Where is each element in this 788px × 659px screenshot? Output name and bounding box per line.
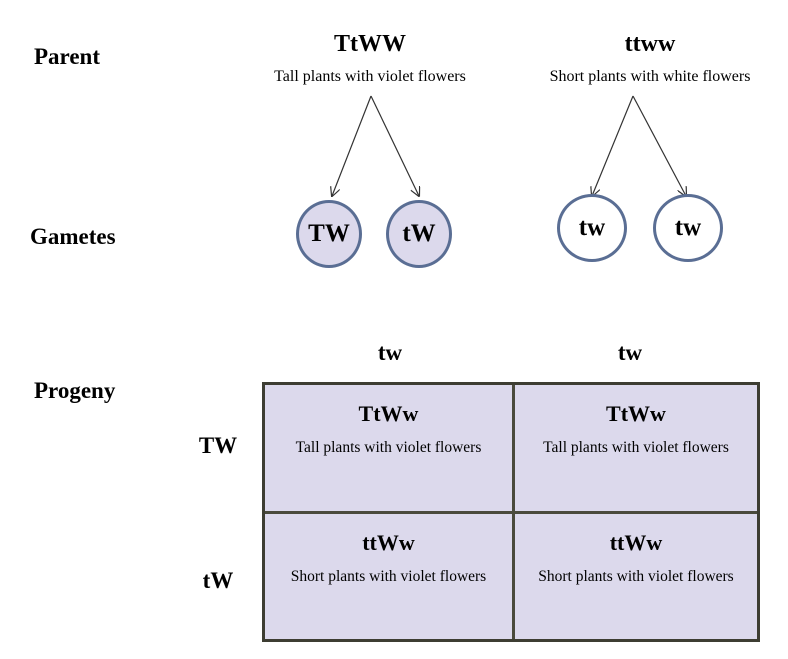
cell-genotype: ttWw (609, 530, 663, 555)
gamete-2-circle: tW (386, 200, 452, 268)
gamete-1-circle: TW (296, 200, 362, 268)
punnett-row-header-1: TW (198, 433, 238, 458)
parent-1-genotype: TtWW (334, 31, 406, 57)
punnett-row-header-2: tW (202, 568, 234, 593)
gamete-3-circle: tw (557, 194, 627, 262)
cell-phenotype: Tall plants with violet flowers (295, 439, 482, 456)
parent-2-phenotype: Short plants with white flowers (549, 68, 751, 85)
punnett-cell: TtWw Tall plants with violet flowers (515, 385, 757, 511)
punnett-cell: ttWw Short plants with violet flowers (515, 514, 757, 639)
punnett-square: TtWw Tall plants with violet flowers TtW… (262, 382, 760, 642)
progeny-row-label: Progeny (34, 378, 116, 403)
cell-phenotype: Short plants with violet flowers (290, 568, 487, 585)
gamete-4-circle: tw (653, 194, 723, 262)
arrow-parent-1-to-gamete-2 (370, 95, 419, 196)
gametes-row-label: Gametes (30, 224, 116, 249)
parent-1-phenotype: Tall plants with violet flowers (274, 68, 466, 85)
punnett-cell: ttWw Short plants with violet flowers (265, 514, 512, 639)
cell-phenotype: Tall plants with violet flowers (543, 439, 729, 456)
punnett-cell: TtWw Tall plants with violet flowers (265, 385, 512, 511)
parent-row-label: Parent (34, 44, 101, 69)
cell-phenotype: Short plants with violet flowers (538, 568, 734, 585)
punnett-column-header-1: tw (377, 340, 403, 365)
cell-genotype: TtWw (358, 401, 419, 426)
arrow-parent-1-to-gamete-1 (332, 95, 372, 196)
cell-genotype: TtWw (606, 401, 666, 426)
cell-genotype: ttWw (362, 530, 415, 555)
parent-2-genotype: ttww (624, 31, 676, 57)
punnett-column-header-2: tw (617, 340, 643, 365)
arrow-parent-2-to-gamete-3 (592, 95, 634, 196)
arrow-parent-2-to-gamete-4 (632, 95, 686, 196)
grid-divider-horizontal (265, 511, 757, 514)
